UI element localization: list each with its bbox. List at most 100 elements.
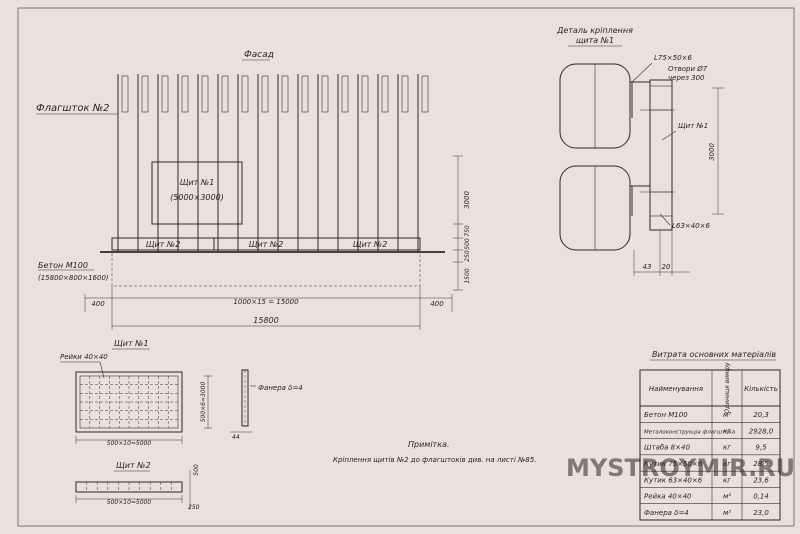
table-cell-name: Бетон М100 xyxy=(644,411,688,419)
shield2-plan: Щит №2 500×10=5000 500 250 xyxy=(75,461,200,511)
shield2-label-1: Щит №2 xyxy=(146,240,181,249)
dim-span: 1000×15 = 15000 xyxy=(233,298,299,306)
detail-panel xyxy=(649,79,673,231)
shield2-plan-title: Щит №2 xyxy=(116,461,151,470)
table-header-name: Найменування xyxy=(649,385,703,393)
shield2-dim-250: 250 xyxy=(188,504,200,511)
angle-bottom xyxy=(630,185,650,216)
dim-20: 20 xyxy=(662,263,671,271)
table-frame xyxy=(639,369,781,521)
detail-height: 3000 xyxy=(708,143,716,161)
concrete-label: Бетон М100 xyxy=(38,261,88,270)
shield2-label-3: Щит №2 xyxy=(353,240,388,249)
flag xyxy=(381,75,389,113)
table-cell-qty: 23,0 xyxy=(753,509,769,517)
shield1-dim-44: 44 xyxy=(232,434,240,441)
dim-400-left: 400 xyxy=(91,300,105,308)
angle-top-label: L75×50×6 xyxy=(654,54,692,62)
dim-500: 500 xyxy=(464,238,471,250)
holes-label-2: через 300 xyxy=(668,74,705,82)
flag xyxy=(421,75,429,113)
shield1-frame xyxy=(75,371,183,433)
concrete-foundation xyxy=(111,251,421,287)
shield1-panel xyxy=(151,161,243,225)
table-cell-name: Рейка 40×40 xyxy=(644,493,692,501)
shield1-grid xyxy=(80,376,178,428)
flagpoles xyxy=(117,74,429,252)
flag xyxy=(281,75,289,113)
note-text: Кріплення щитів №2 до флагштоків див. на… xyxy=(333,456,536,464)
shield2-grid xyxy=(86,482,172,492)
table-cell-name: Штаба 8×40 xyxy=(644,444,690,452)
table-cell-qty: 28,5 xyxy=(753,460,769,468)
table-cell-unit: м² xyxy=(723,509,731,517)
dim-43: 43 xyxy=(643,263,652,271)
flag xyxy=(121,75,129,113)
sheet-frame xyxy=(17,7,795,527)
shield2-dim-h: 500×10=5000 xyxy=(107,499,152,506)
shield1-size: (5000×3000) xyxy=(170,193,224,202)
battens-label: Рейки 40×40 xyxy=(60,353,108,361)
flag xyxy=(181,75,189,113)
table-cell-unit: кг xyxy=(723,476,731,484)
table-cell-name: Металоконструкція флагштока xyxy=(644,429,736,435)
angle-bottom-label: L63×40×6 xyxy=(672,222,710,230)
detail-view: Деталь кріплення щита №1 L75×50×6 Отвори… xyxy=(556,26,724,276)
dim-750: 750 xyxy=(464,225,471,237)
table-cell-qty: 23,6 xyxy=(753,476,769,484)
angle-top xyxy=(630,81,650,118)
shield1-dim-v: 500×6=3000 xyxy=(200,382,207,423)
materials-table: Витрата основних матеріалів Найменування… xyxy=(639,350,781,521)
table-header-unit: Одиниця виміру xyxy=(724,362,731,414)
facade-title: Фасад xyxy=(244,50,274,60)
flag xyxy=(221,75,229,113)
table-cell-qty: 2928,0 xyxy=(749,427,774,435)
detail-title-1: Деталь кріплення xyxy=(556,26,633,35)
flag xyxy=(401,75,409,113)
shield2-dim-500: 500 xyxy=(193,464,200,476)
facade-view: Фасад Флагшток №2 Щит №1 (5000×3000) Щит… xyxy=(36,50,471,330)
table-cell-qty: 0,14 xyxy=(753,493,769,501)
watermark: MYSTROYMIR.RU xyxy=(566,454,795,482)
note-title: Примітка. xyxy=(408,440,450,449)
table-cell-name: Кутик 75×50×6 xyxy=(644,460,703,468)
holes-label-1: Отвори Ø7 xyxy=(668,65,708,73)
dim-250: 250 xyxy=(464,250,471,262)
shield2-strip xyxy=(111,237,421,251)
flag xyxy=(261,75,269,113)
shield2-label-2: Щит №2 xyxy=(249,240,284,249)
table-header-qty: Кількість xyxy=(744,385,778,393)
note-block: Примітка. Кріплення щитів №2 до флагшток… xyxy=(333,440,536,464)
detail-panel-label: Щит №1 xyxy=(678,122,708,130)
table-cell-unit: кг xyxy=(723,427,731,435)
table-cell-unit: м³ xyxy=(723,493,731,501)
table-cell-unit: кг xyxy=(723,460,731,468)
dim-3000: 3000 xyxy=(463,191,471,209)
table-cell-qty: 9,5 xyxy=(755,444,767,452)
flag xyxy=(361,75,369,113)
table-cell-unit: кг xyxy=(723,444,731,452)
flag xyxy=(201,75,209,113)
dim-400-right: 400 xyxy=(430,300,444,308)
plywood-label: Фанера δ=4 xyxy=(258,384,303,392)
shield1-plan-title: Щит №1 xyxy=(114,339,149,348)
flag xyxy=(161,75,169,113)
dim-1500: 1500 xyxy=(464,268,471,283)
flag xyxy=(341,75,349,113)
table-cell-name: Фанера δ=4 xyxy=(644,509,689,517)
table-cell-qty: 20,3 xyxy=(753,411,769,419)
dim-total: 15800 xyxy=(253,316,278,325)
concrete-size: (15800×800×1600) xyxy=(38,274,109,282)
flag xyxy=(241,75,249,113)
detail-title-2: щита №1 xyxy=(576,36,614,45)
flag xyxy=(301,75,309,113)
flagpole-label: Флагшток №2 xyxy=(36,103,109,114)
flag xyxy=(141,75,149,113)
table-cell-unit: м³ xyxy=(723,411,731,419)
table-cell-name: Кутик 63×40×6 xyxy=(644,476,703,484)
table-title: Витрата основних матеріалів xyxy=(652,350,776,359)
shield1-plan: Щит №1 Рейки 40×40 500×10=5000 500×6=300… xyxy=(60,339,303,447)
